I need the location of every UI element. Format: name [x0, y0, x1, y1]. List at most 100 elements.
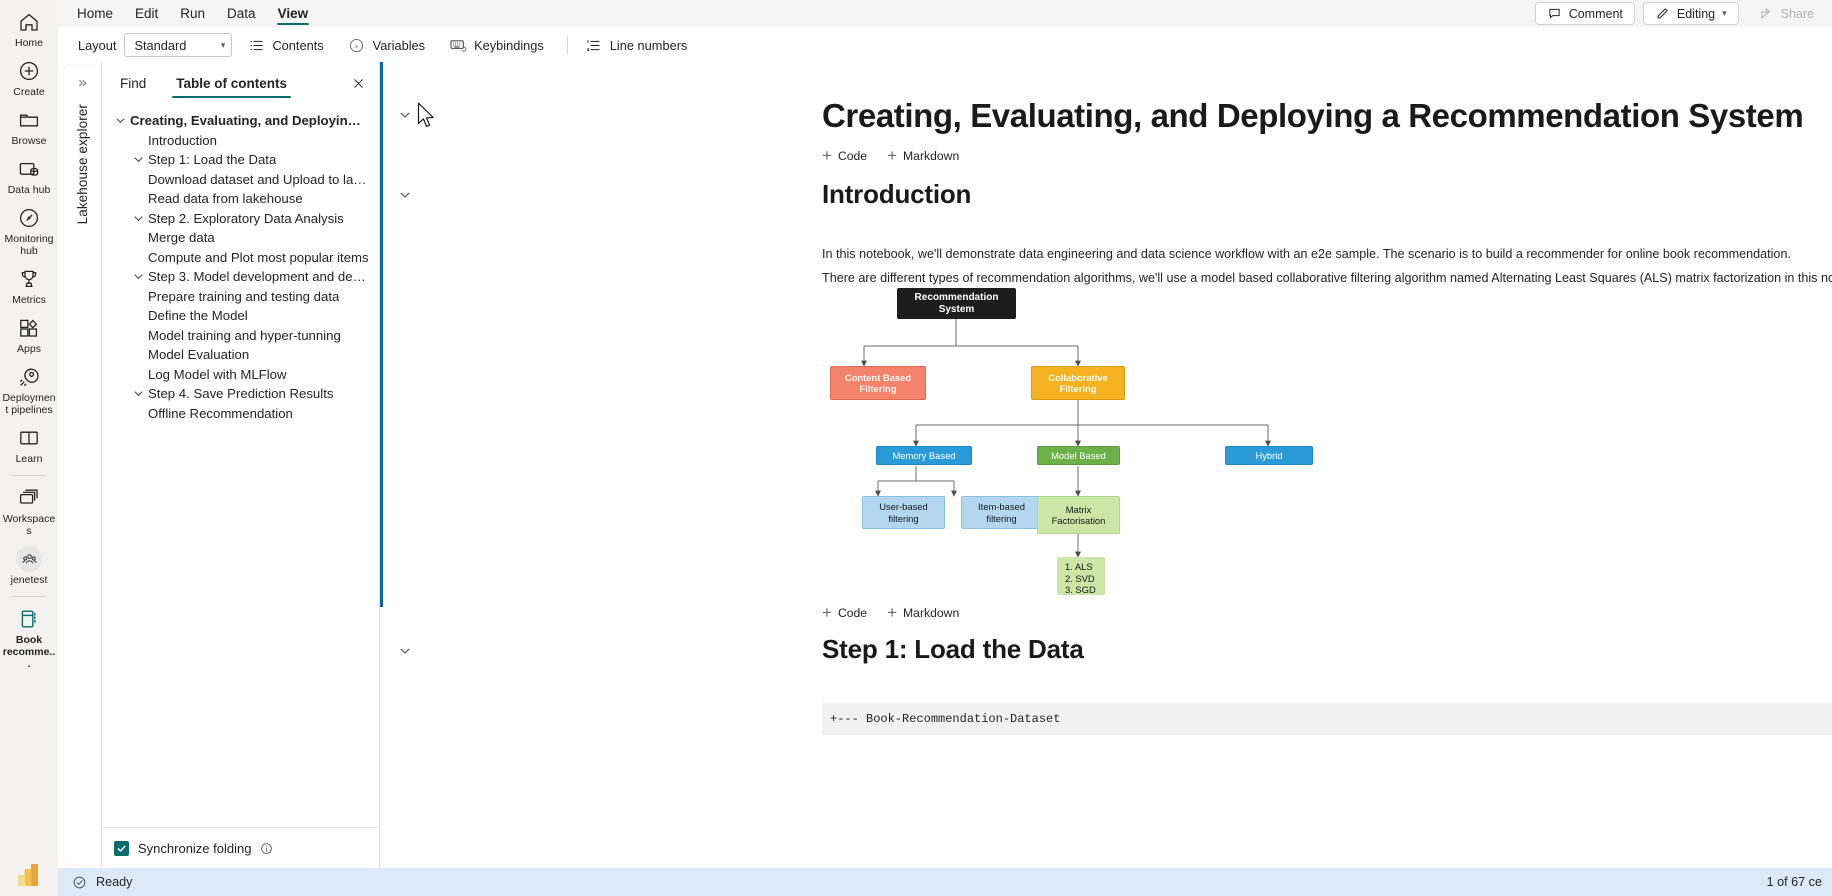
- toc-item[interactable]: Read data from lakehouse: [102, 189, 379, 209]
- intro-paragraph-1: In this notebook, we'll demonstrate data…: [822, 247, 1791, 261]
- add-cell-row-2: + Code + Markdown: [822, 604, 959, 621]
- lakehouse-explorer-panel[interactable]: » Lakehouse explorer: [64, 65, 101, 865]
- toc-footer: Synchronize folding: [102, 827, 379, 868]
- toc-item-label: Download dataset and Upload to lakeh…: [148, 171, 373, 187]
- add-markdown-label: Markdown: [903, 148, 960, 163]
- add-markdown-cell-button[interactable]: + Markdown: [887, 604, 959, 621]
- toc-item[interactable]: Step 4. Save Prediction Results: [102, 384, 379, 404]
- rail-item-deployment-pipelines[interactable]: Deployment pipelines: [0, 359, 58, 420]
- add-code-cell-button[interactable]: + Code: [822, 604, 867, 621]
- contents-toggle[interactable]: Contents: [238, 32, 332, 58]
- line-numbers-toggle[interactable]: Line numbers: [576, 32, 697, 58]
- lakehouse-explorer-title: Lakehouse explorer: [75, 104, 90, 225]
- toc-item[interactable]: Model training and hyper-tunning: [102, 326, 379, 346]
- chevron-double-right-icon[interactable]: »: [78, 74, 87, 91]
- toc-item[interactable]: Compute and Plot most popular items: [102, 248, 379, 268]
- status-bar: Ready 1 of 67 ce: [58, 868, 1832, 896]
- rail-item-home[interactable]: Home: [0, 4, 58, 53]
- diagram-node-model-based: Model Based: [1037, 446, 1120, 465]
- tab-data[interactable]: Data: [227, 6, 256, 21]
- rail-item-jenetest[interactable]: jenetest: [0, 541, 58, 590]
- variables-label: Variables: [372, 37, 426, 53]
- toc-item-label: Introduction: [148, 132, 217, 148]
- toc-item-label: Define the Model: [148, 308, 248, 324]
- intro-paragraph-2: There are different types of recommendat…: [822, 271, 1832, 285]
- synchronize-folding-checkbox[interactable]: [114, 840, 129, 856]
- rail-item-book-recommendation[interactable]: Book recomme...: [0, 601, 58, 674]
- diagram-node-content-based-filtering: Content Based Filtering: [830, 366, 926, 400]
- toc-item[interactable]: Prepare training and testing data: [102, 287, 379, 307]
- main-area: Home Edit Run Data View Comment Editing …: [58, 0, 1832, 896]
- toc-item[interactable]: Download dataset and Upload to lakeh…: [102, 170, 379, 190]
- plus-icon: +: [887, 603, 898, 622]
- rail-item-browse[interactable]: Browse: [0, 102, 58, 151]
- plus-icon: +: [887, 146, 898, 165]
- rail-item-workspaces[interactable]: Workspaces: [0, 480, 58, 541]
- keyboard-icon: [449, 36, 467, 54]
- rail-item-metrics[interactable]: Metrics: [0, 261, 58, 310]
- keybindings-toggle[interactable]: Keybindings: [440, 32, 553, 58]
- check-circle-icon: [72, 875, 87, 890]
- diagram-node-memory-based: Memory Based: [876, 446, 972, 465]
- toc-item[interactable]: Log Model with MLFlow: [102, 365, 379, 385]
- collapse-caret-icon[interactable]: [394, 640, 416, 662]
- section-heading-introduction: Introduction: [822, 179, 972, 209]
- toc-item[interactable]: Introduction: [102, 131, 379, 151]
- rail-label: Monitoring hub: [4, 233, 54, 257]
- variables-toggle[interactable]: x Variables: [339, 32, 434, 58]
- diagram-node-root: Recommendation System: [897, 288, 1016, 319]
- tab-table-of-contents[interactable]: Table of contents: [172, 76, 291, 98]
- add-markdown-cell-button[interactable]: + Markdown: [887, 147, 959, 164]
- svg-text:x: x: [354, 43, 358, 50]
- share-icon: [1759, 6, 1774, 21]
- status-state: Ready: [96, 875, 133, 889]
- line-numbers-icon: [585, 36, 603, 54]
- toc-item-label: Merge data: [148, 230, 215, 246]
- rail-item-data-hub[interactable]: Data hub: [0, 151, 58, 200]
- add-code-cell-button[interactable]: + Code: [822, 147, 867, 164]
- chevron-down-icon[interactable]: [110, 114, 130, 127]
- power-bi-logo: [14, 859, 44, 894]
- chevron-down-icon[interactable]: [128, 387, 148, 400]
- chevron-down-icon[interactable]: [128, 270, 148, 283]
- share-button[interactable]: Share: [1747, 2, 1826, 25]
- toc-item[interactable]: Step 2. Exploratory Data Analysis: [102, 209, 379, 229]
- tab-find[interactable]: Find: [120, 76, 147, 91]
- chevron-down-icon[interactable]: [128, 212, 148, 225]
- chevron-down-icon[interactable]: [128, 153, 148, 166]
- rail-divider: [12, 475, 46, 476]
- info-circle-icon[interactable]: [260, 842, 273, 855]
- comment-button[interactable]: Comment: [1534, 2, 1635, 25]
- comment-label: Comment: [1568, 6, 1623, 21]
- tab-view[interactable]: View: [267, 0, 320, 27]
- layout-select[interactable]: Standard ▾: [124, 33, 233, 57]
- close-icon[interactable]: [347, 72, 369, 94]
- notebook-canvas[interactable]: Creating, Evaluating, and Deploying a Re…: [380, 62, 1832, 868]
- rail-item-learn[interactable]: Learn: [0, 420, 58, 469]
- tab-home[interactable]: Home: [77, 6, 114, 21]
- rocket-icon: [16, 364, 42, 390]
- diagram-node-item-based-filtering: Item-based filtering: [961, 496, 1042, 529]
- tab-run[interactable]: Run: [180, 6, 206, 21]
- toc-item[interactable]: Step 3. Model development and deploy: [102, 267, 379, 287]
- code-output-block[interactable]: +--- Book-Recommendation-Dataset: [822, 703, 1832, 735]
- collapse-caret-icon[interactable]: [394, 104, 416, 126]
- tab-edit[interactable]: Edit: [135, 6, 159, 21]
- rail-item-monitoring-hub[interactable]: Monitoring hub: [0, 200, 58, 261]
- toc-item[interactable]: Offline Recommendation: [102, 404, 379, 424]
- view-toolbar: Layout Standard ▾ Contents x Variables: [64, 28, 1826, 62]
- toc-item[interactable]: Merge data: [102, 228, 379, 248]
- toc-item[interactable]: Step 1: Load the Data: [102, 150, 379, 170]
- editing-mode-button[interactable]: Editing ▾: [1642, 2, 1739, 25]
- collapse-caret-icon[interactable]: [394, 184, 416, 206]
- toc-item[interactable]: Creating, Evaluating, and Deployin…: [102, 111, 379, 131]
- rail-item-apps[interactable]: Apps: [0, 310, 58, 359]
- toc-item[interactable]: Model Evaluation: [102, 345, 379, 365]
- layout-label: Layout: [78, 37, 117, 53]
- ribbon-tabs: Home Edit Run Data View Comment Editing …: [58, 0, 1832, 27]
- rail-item-create[interactable]: Create: [0, 53, 58, 102]
- layout-value: Standard: [134, 37, 187, 53]
- toc-item[interactable]: Define the Model: [102, 306, 379, 326]
